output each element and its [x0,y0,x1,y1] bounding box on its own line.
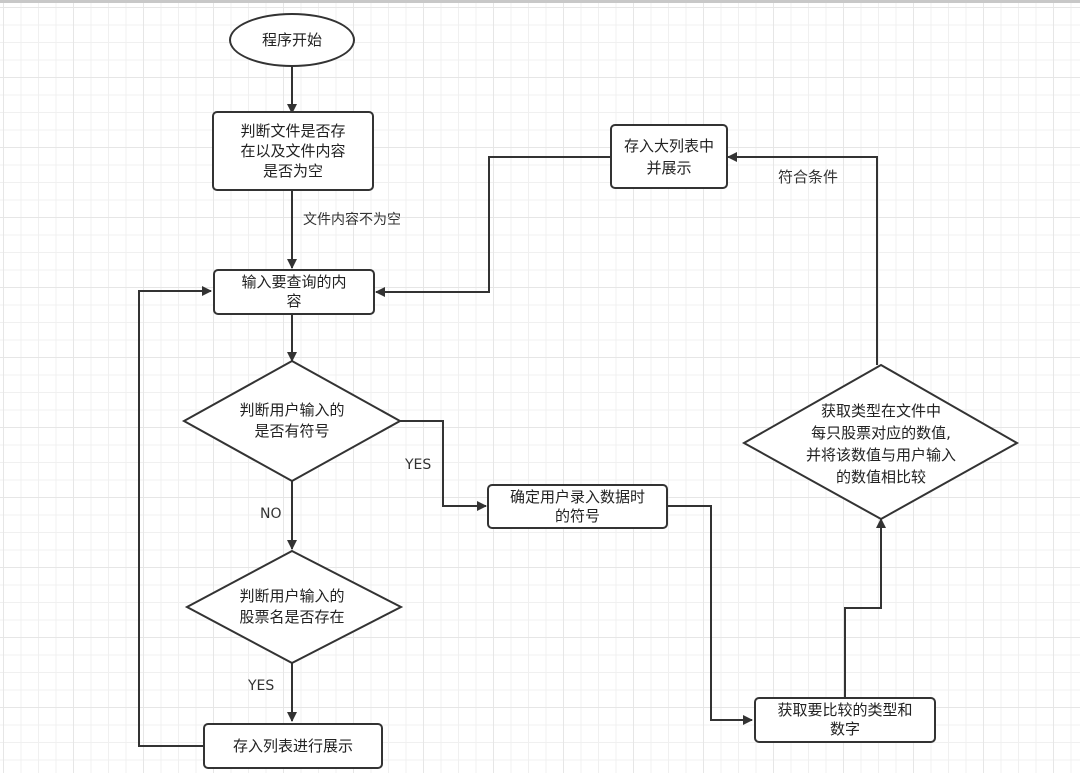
edge-label-file-not-empty: 文件内容不为空 [303,212,401,228]
compare-values-line-4: 的数值相比较 [835,468,926,486]
check-file-node[interactable]: 判断文件是否存 在以及文件内容 是否为空 [212,111,374,191]
decision-check-symbol-shape [181,359,403,483]
save-to-list-text: 存入列表进行展示 [232,737,353,755]
get-compare-type-node[interactable]: 获取要比较的类型和 数字 [754,697,936,743]
determine-symbol-line-1: 确定用户录入数据时 [509,487,645,506]
compare-values-line-1: 获取类型在文件中 [820,402,941,420]
determine-symbol-line-2: 的符号 [554,506,600,525]
edge-label-symbol-no: NO [260,506,282,522]
check-symbol-line-1: 判断用户输入的 [239,401,345,419]
get-compare-type-line-2: 数字 [829,720,860,738]
decision-compare-values-shape [741,363,1020,521]
connectors-layer [138,67,1020,747]
compare-values-line-3: 并将该数值与用户输入 [805,446,956,464]
edge-compare-values-to-save-to-big-list [727,152,878,365]
start-node[interactable]: 程序开始 [229,13,355,67]
edge-label-symbol-yes: YES [405,457,432,473]
start-node-text: 程序开始 [261,31,322,49]
edge-label-stock-exists-yes: YES [248,678,275,694]
edge-get-compare-type-to-compare-values [844,518,886,698]
edge-save-to-list-to-input-query [138,286,212,747]
edge-save-to-big-list-to-input-query [375,156,610,297]
edge-label-meets-condition: 符合条件 [778,168,839,186]
check-file-line-2: 在以及文件内容 [240,142,346,160]
check-stock-name-node[interactable]: 判断用户输入的 股票名是否存在 [212,584,372,630]
input-query-node[interactable]: 输入要查询的内 容 [213,269,375,315]
edge-check-symbol-to-determine-symbol [400,420,487,511]
check-symbol-line-2: 是否有符号 [254,422,330,440]
decision-check-stock-name-shape [184,549,404,665]
check-stock-name-line-1: 判断用户输入的 [239,587,345,605]
save-to-big-list-line-2: 并展示 [646,158,692,177]
edge-determine-symbol-to-get-compare-type [668,505,753,725]
save-to-list-node[interactable]: 存入列表进行展示 [203,723,383,769]
save-to-big-list-line-1: 存入大列表中 [623,136,714,155]
check-file-line-3: 是否为空 [262,162,323,180]
check-file-line-1: 判断文件是否存 [240,122,346,140]
compare-values-line-2: 每只股票对应的数值, [811,424,951,442]
input-query-line-1: 输入要查询的内 [241,273,347,291]
check-stock-name-line-2: 股票名是否存在 [239,608,345,626]
compare-values-node[interactable]: 获取类型在文件中 每只股票对应的数值, 并将该数值与用户输入 的数值相比较 [788,399,974,489]
check-symbol-node[interactable]: 判断用户输入的 是否有符号 [212,398,372,444]
input-query-line-2: 容 [286,292,302,310]
get-compare-type-line-1: 获取要比较的类型和 [777,701,913,719]
determine-symbol-node[interactable]: 确定用户录入数据时 的符号 [487,484,668,529]
save-to-big-list-node[interactable]: 存入大列表中 并展示 [610,124,728,189]
